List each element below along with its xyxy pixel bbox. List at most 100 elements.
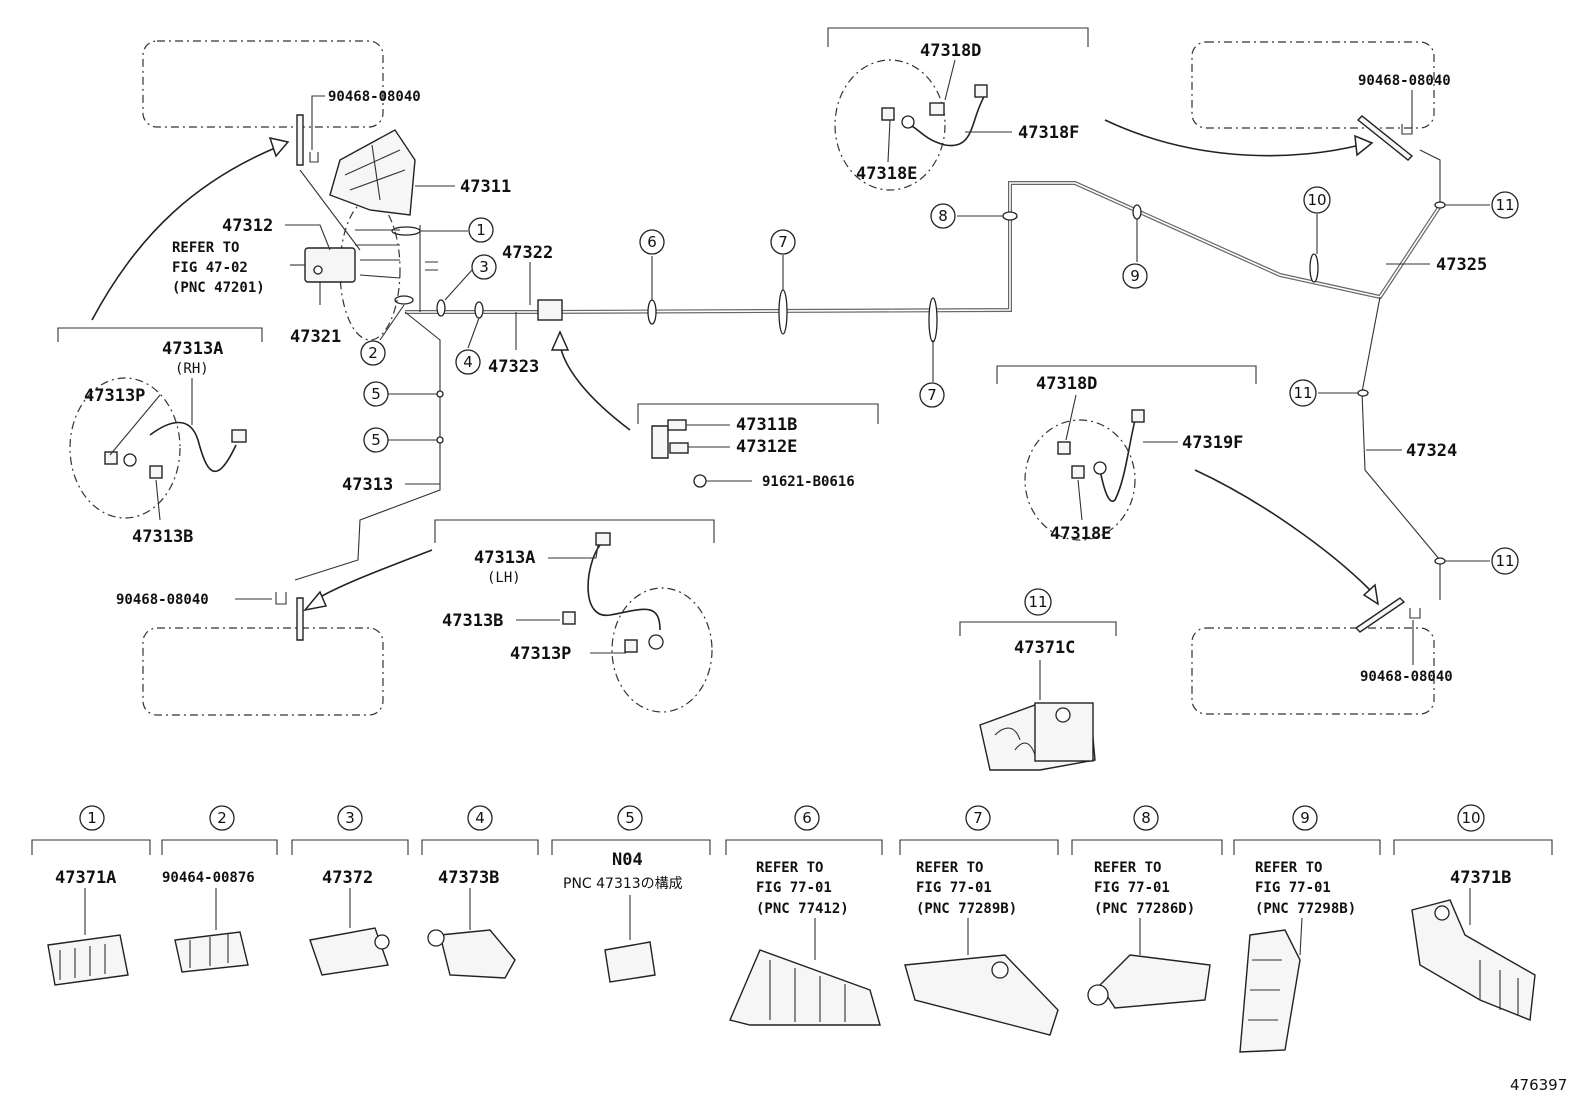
label-91621: 91621-B0616 [762,474,855,490]
actuator-assembly [304,129,438,341]
legend-item-10: 10 47371B [1393,804,1553,1021]
leader-lines [109,59,1490,665]
callout-circles: 1 2 3 4 5 5 6 7 7 8 9 10 11 11 11 11 [360,186,1519,616]
label-47313P-rh: 47313P [84,386,145,406]
svg-text:5: 5 [371,385,381,403]
label-refer-a: REFER TO [172,240,239,256]
svg-text:PNC 47313の構成: PNC 47313の構成 [563,876,683,892]
svg-text:47371B: 47371B [1450,868,1511,888]
label-47318D-mid: 47318D [1036,374,1097,394]
direction-arrows [91,119,1380,612]
clip-10 [1309,253,1319,283]
clip-5b [436,436,444,444]
svg-text:47372: 47372 [322,868,373,888]
svg-text:FIG 77-01: FIG 77-01 [1255,880,1331,896]
label-47321: 47321 [290,327,341,347]
legend-item-9: 9 REFER TO FIG 77-01 (PNC 77298B) [1233,805,1381,1053]
figure-number: 476397 [1510,1076,1567,1094]
svg-text:REFER TO: REFER TO [1094,860,1161,876]
svg-text:47371A: 47371A [55,868,116,888]
label-47311B: 47311B [736,415,797,435]
svg-text:47373B: 47373B [438,868,499,888]
label-refer-b: FIG 47-02 [172,260,248,276]
svg-text:4: 4 [475,809,485,827]
label-47313A-rh: 47313A [162,339,223,359]
svg-text:9: 9 [1300,809,1310,827]
svg-text:10: 10 [1307,191,1326,209]
callout-5a: 5 [363,381,389,407]
label-47318E-top: 47318E [856,164,917,184]
callout-11b: 11 [1289,379,1317,407]
callout-6: 6 [639,229,665,255]
hose-details [69,59,1145,713]
label-47318D-top: 47318D [920,41,981,61]
svg-text:REFER TO: REFER TO [916,860,983,876]
label-47325: 47325 [1436,255,1487,275]
clip-11c [1434,557,1446,565]
callout-11c: 11 [1491,547,1519,575]
svg-text:7: 7 [973,809,983,827]
svg-text:(PNC 77298B): (PNC 77298B) [1255,901,1356,917]
label-47323: 47323 [488,357,539,377]
zone-front-right [1191,41,1435,129]
label-47312: 47312 [222,216,273,236]
zone-rear-right [1191,627,1435,715]
label-47322: 47322 [502,243,553,263]
label-47313B-lh: 47313B [442,611,503,631]
group-brackets [57,27,1257,636]
svg-text:3: 3 [479,258,489,276]
svg-text:2: 2 [217,809,227,827]
union-joint [537,299,563,321]
callout-11a: 11 [1491,191,1519,219]
svg-text:5: 5 [371,431,381,449]
callout-8: 8 [930,203,956,229]
callout-10: 10 [1303,186,1331,214]
legend-item-1: 1 47371A [31,805,151,986]
svg-text:1: 1 [87,809,97,827]
callout-3: 3 [471,254,497,280]
clip-8 [1002,211,1018,221]
svg-text:(PNC 77412): (PNC 77412) [756,901,849,917]
callout-5b: 5 [363,427,389,453]
svg-text:(PNC 77289B): (PNC 77289B) [916,901,1017,917]
svg-text:7: 7 [778,233,788,251]
svg-text:REFER TO: REFER TO [756,860,823,876]
svg-text:90464-00876: 90464-00876 [162,870,255,886]
svg-text:FIG 77-01: FIG 77-01 [916,880,992,896]
svg-text:7: 7 [927,386,937,404]
svg-text:8: 8 [1141,809,1151,827]
label-47313: 47313 [342,475,393,495]
legend-row: 1 47371A 2 90464-00876 3 47372 4 [31,804,1553,1053]
label-47312E: 47312E [736,437,797,457]
callout-1: 1 [468,217,494,243]
callout-2: 2 [360,340,386,366]
svg-text:4: 4 [463,353,473,371]
clip-2 [394,295,414,305]
clip-5a [436,390,444,398]
legend-item-3: 3 47372 [291,805,409,976]
svg-text:FIG 77-01: FIG 77-01 [756,880,832,896]
clip-11b [1357,389,1369,397]
label-lh: (LH) [487,570,521,586]
label-47311: 47311 [460,177,511,197]
clip-6 [647,299,657,325]
clip-3 [436,299,446,317]
label-47313A-lh: 47313A [474,548,535,568]
label-90468-tr: 90468-08040 [1358,73,1451,89]
clip-9 [1132,204,1142,220]
label-47324: 47324 [1406,441,1457,461]
callout-9: 9 [1122,263,1148,289]
svg-text:5: 5 [625,809,635,827]
wheel-zone-boxes [142,40,1435,716]
pipe-clips [391,201,1446,565]
label-90468-bl: 90468-08040 [116,592,209,608]
svg-text:10: 10 [1461,809,1480,827]
svg-text:11: 11 [1293,384,1312,402]
label-47319F: 47319F [1182,433,1243,453]
svg-text:2: 2 [368,344,378,362]
callout-7a: 7 [770,229,796,255]
svg-text:N04: N04 [612,850,643,870]
label-refer-c: (PNC 47201) [172,280,265,296]
svg-text:8: 8 [938,207,948,225]
